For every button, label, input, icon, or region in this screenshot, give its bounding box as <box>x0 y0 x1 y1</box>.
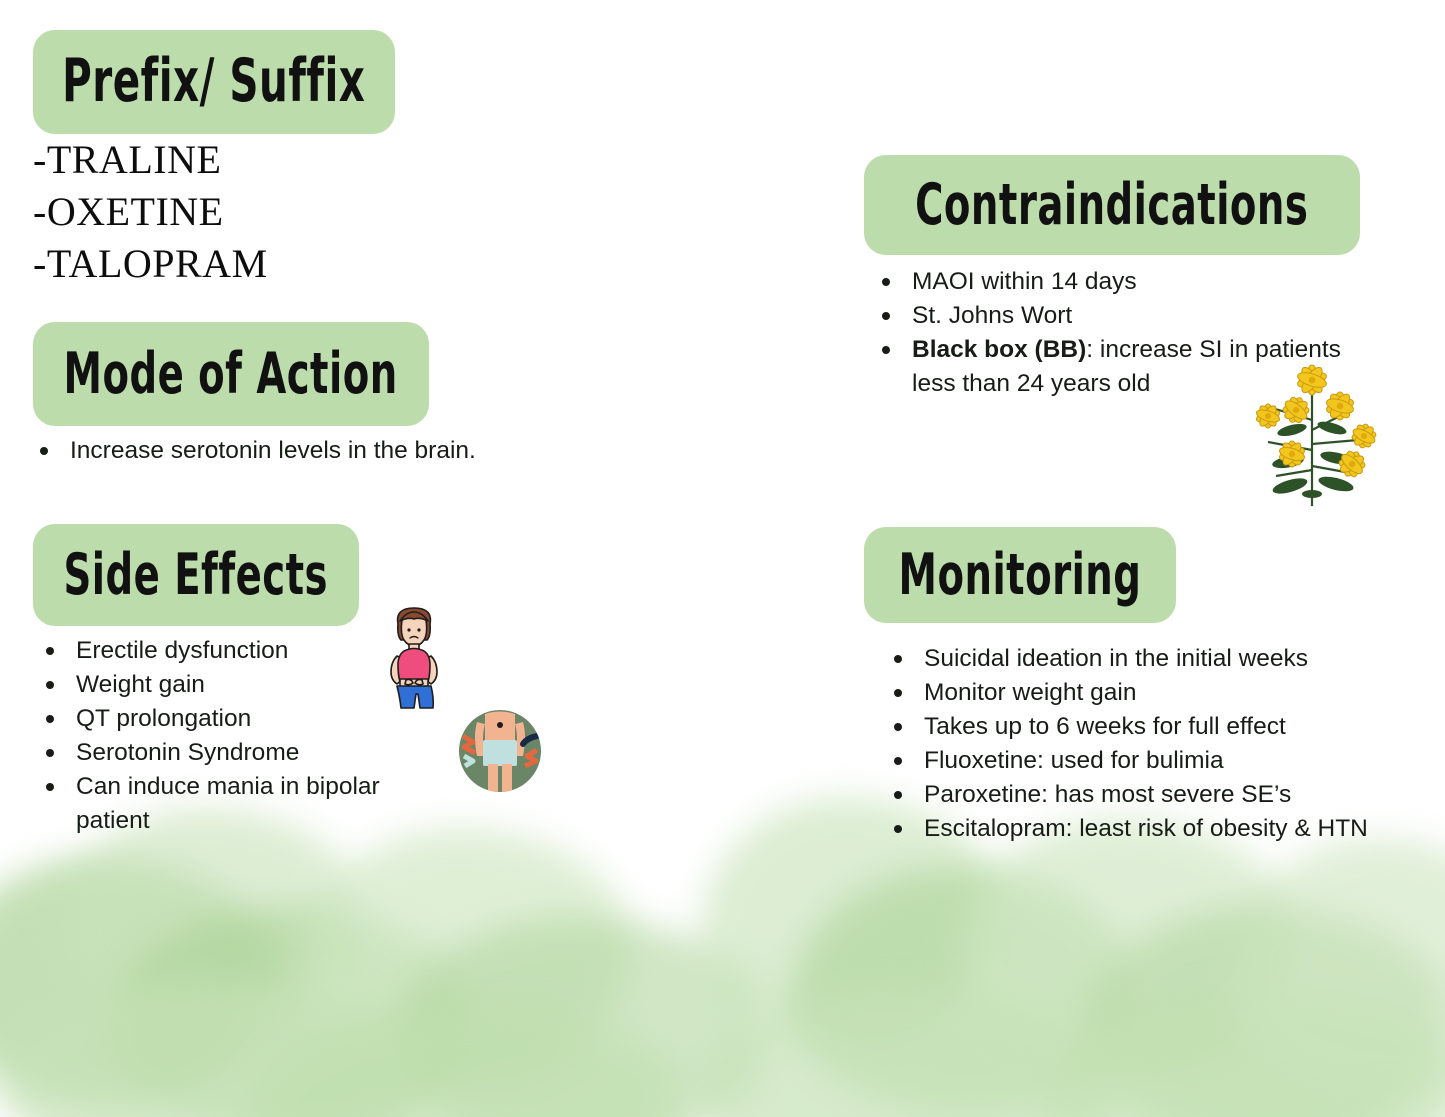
abdominal-bloating-circle-icon <box>459 710 541 792</box>
side-effects-bullet-list: Erectile dysfunction Weight gain QT prol… <box>34 634 434 838</box>
list-item: Fluoxetine: used for bulimia <box>882 744 1382 778</box>
list-item: Erectile dysfunction <box>34 634 434 668</box>
list-item: -TRALINE <box>33 137 222 182</box>
heading-pill-mode-of-action: Mode of Action <box>33 322 429 426</box>
heading-label-side-effects: Side Effects <box>63 541 329 608</box>
heading-label-contraindications: Contraindications <box>915 171 1309 238</box>
list-item: Monitor weight gain <box>882 676 1382 710</box>
weight-gain-woman-icon <box>390 607 438 709</box>
list-item: Escitalopram: least risk of obesity & HT… <box>882 812 1382 846</box>
list-item: Increase serotonin levels in the brain. <box>28 434 648 468</box>
list-item: St. Johns Wort <box>870 299 1382 333</box>
black-box-warning-label: Black box (BB) <box>912 336 1087 363</box>
heading-label-prefix-suffix: Prefix/ Suffix <box>62 46 366 116</box>
list-item: Black box (BB): increase SI in patients … <box>870 333 1382 401</box>
list-item: Can induce mania in bipolar patient <box>34 770 434 838</box>
heading-pill-prefix-suffix: Prefix/ Suffix <box>33 30 395 134</box>
black-box-warning-text: : increase SI in patients less than 24 y… <box>912 336 1341 397</box>
list-item: QT prolongation <box>34 702 434 736</box>
heading-pill-side-effects: Side Effects <box>33 524 359 626</box>
list-item: -TALOPRAM <box>33 241 268 286</box>
list-item: Weight gain <box>34 668 434 702</box>
list-item: Suicidal ideation in the initial weeks <box>882 642 1382 676</box>
st-johns-wort-icon <box>1255 364 1377 506</box>
monitoring-bullet-list: Suicidal ideation in the initial weeks M… <box>882 642 1382 846</box>
list-item: Paroxetine: has most severe SE’s <box>882 778 1382 812</box>
list-item: Serotonin Syndrome <box>34 736 434 770</box>
prefix-suffix-list: -TRALINE -OXETINE -TALOPRAM <box>33 134 268 290</box>
list-item: Takes up to 6 weeks for full effect <box>882 710 1382 744</box>
heading-label-mode-of-action: Mode of Action <box>63 340 399 407</box>
heading-pill-contraindications: Contraindications <box>864 155 1360 255</box>
heading-label-monitoring: Monitoring <box>898 541 1142 608</box>
mode-of-action-bullet-list: Increase serotonin levels in the brain. <box>28 434 648 468</box>
contraindications-bullet-list: MAOI within 14 days St. Johns Wort Black… <box>870 265 1382 401</box>
list-item: MAOI within 14 days <box>870 265 1382 299</box>
list-item: -OXETINE <box>33 189 224 234</box>
heading-pill-monitoring: Monitoring <box>864 527 1176 623</box>
